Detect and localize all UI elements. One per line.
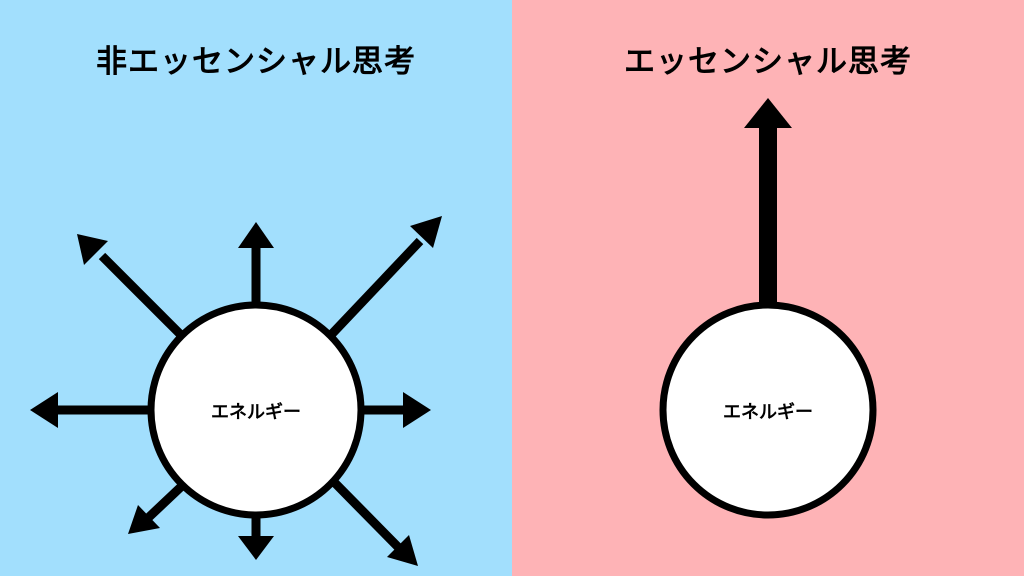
- arrow-icon: [403, 392, 431, 428]
- energy-label: エネルギー: [211, 402, 301, 423]
- arrow-icon: [744, 98, 792, 128]
- energy-circle: [147, 301, 365, 519]
- focused-energy-diagram: [659, 98, 877, 519]
- arrow-icon: [238, 536, 274, 560]
- scattered-energy-diagram: [30, 216, 442, 566]
- arrow-icon: [128, 505, 160, 534]
- arrow-up-shaft: [759, 124, 777, 308]
- arrow-up-left-shaft: [98, 252, 186, 340]
- non-essential-panel: 非エッセンシャル思考 エネルギー: [0, 0, 512, 576]
- non-essential-title: 非エッセンシャル思考: [96, 44, 416, 80]
- essential-panel: エッセンシャル思考 エネルギー: [512, 0, 1024, 576]
- arrow-icon: [77, 234, 108, 265]
- energy-label: エネルギー: [723, 402, 813, 423]
- arrow-icon: [238, 222, 274, 248]
- arrow-up-right-shaft: [326, 237, 424, 340]
- arrow-down-right-shaft: [330, 478, 402, 551]
- arrow-icon: [30, 392, 58, 428]
- arrow-icon: [387, 535, 418, 566]
- arrow-down-left-shaft: [144, 480, 188, 522]
- arrow-icon: [410, 216, 442, 248]
- essential-title: エッセンシャル思考: [624, 44, 912, 80]
- energy-circle: [659, 301, 877, 519]
